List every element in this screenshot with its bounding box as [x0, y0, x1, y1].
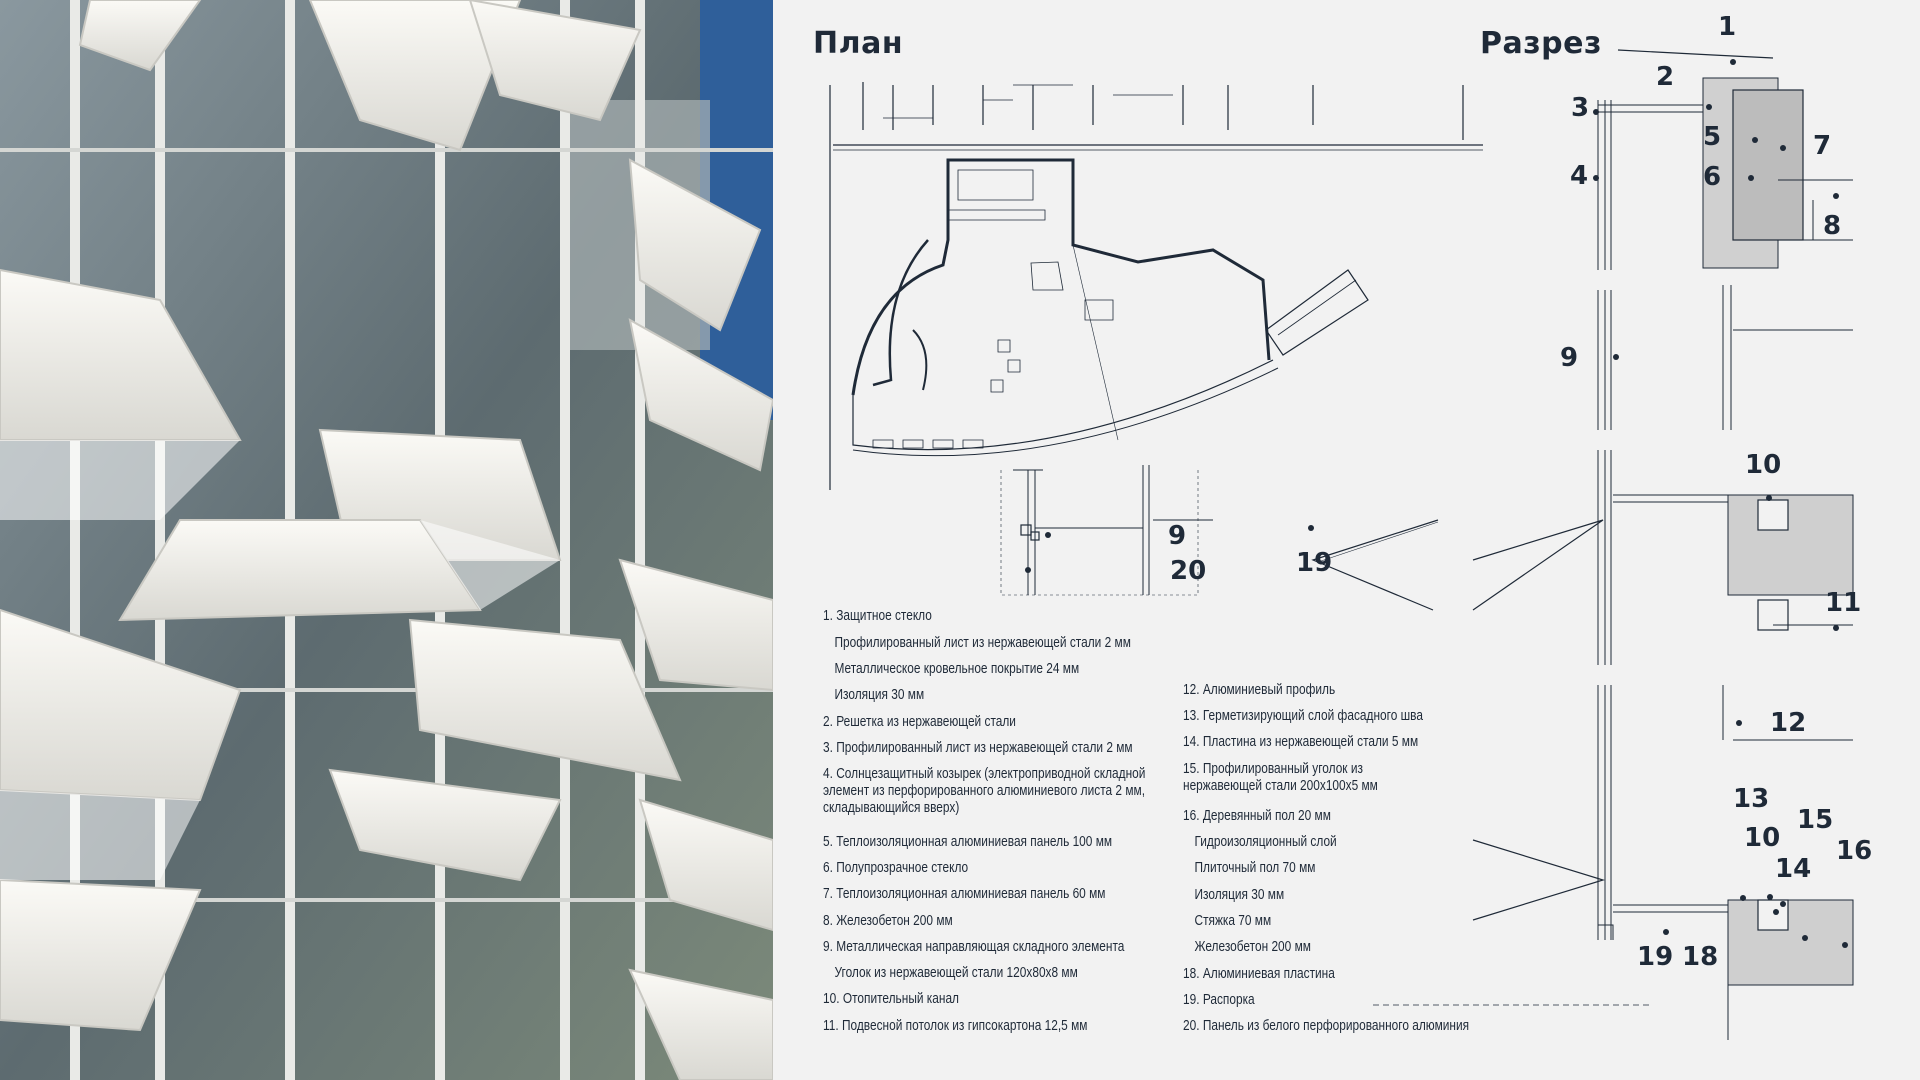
legend-subitem: Стяжка 70 мм: [1194, 913, 1272, 929]
legend-item-14: 14. Пластина из нержавеющей стали 5 мм: [1183, 734, 1419, 750]
callout-19-plan: 19: [1296, 548, 1333, 578]
callout-20: 20: [1170, 556, 1207, 586]
facade-photo: [0, 0, 773, 1080]
callout-18: 18: [1682, 942, 1719, 972]
callout-19-section: 19: [1637, 942, 1674, 972]
legend-item-16: 16. Деревянный пол 20 мм: [1183, 808, 1331, 824]
legend-item-15: 15. Профилированный уголок из нержавеюще…: [1183, 761, 1378, 795]
callout-9-section: 9: [1560, 343, 1579, 373]
section-heading: Разрез: [1480, 26, 1602, 61]
callout-14: 14: [1775, 854, 1812, 884]
callout-8: 8: [1823, 211, 1842, 241]
legend-item-2: 2. Решетка из нержавеющей стали: [823, 714, 1016, 730]
callout-6: 6: [1703, 162, 1722, 192]
legend-item-8: 8. Железобетон 200 мм: [823, 913, 953, 929]
legend-item-11: 11. Подвесной потолок из гипсокартона 12…: [823, 1018, 1088, 1034]
callout-10-lower: 10: [1744, 823, 1781, 853]
callout-10: 10: [1745, 450, 1782, 480]
legend-item-18: 18. Алюминиевая пластина: [1183, 966, 1335, 982]
callout-16: 16: [1836, 836, 1873, 866]
callout-2: 2: [1656, 62, 1675, 92]
callout-1: 1: [1718, 12, 1737, 42]
legend-item-5: 5. Теплоизоляционная алюминиевая панель …: [823, 834, 1113, 850]
plan-heading: План: [813, 26, 904, 61]
callout-3: 3: [1571, 93, 1590, 123]
legend-item-13: 13. Герметизирующий слой фасадного шва: [1183, 708, 1423, 724]
legend-item-1: 1. Защитное стекло: [823, 608, 932, 624]
legend-subitem: Железобетон 200 мм: [1194, 939, 1311, 955]
legend-subitem: Металлическое кровельное покрытие 24 мм: [834, 661, 1080, 677]
callout-7: 7: [1813, 131, 1832, 161]
legend-subitem: Изоляция 30 мм: [834, 687, 925, 703]
legend-item-6: 6. Полупрозрачное стекло: [823, 860, 969, 876]
callout-5: 5: [1703, 122, 1722, 152]
legend-subitem: Плиточный пол 70 мм: [1194, 860, 1316, 876]
architectural-drawings: [829, 49, 1854, 1040]
legend-item-10: 10. Отопительный канал: [823, 991, 960, 1007]
callout-12: 12: [1770, 708, 1807, 738]
legend-item-12: 12. Алюминиевый профиль: [1183, 682, 1336, 698]
callout-11: 11: [1825, 588, 1862, 618]
legend-subitem: Изоляция 30 мм: [1194, 887, 1285, 903]
legend-subitem: Уголок из нержавеющей стали 120x80x8 мм: [834, 965, 1078, 981]
legend-item-4: 4. Солнцезащитный козырек (электропривод…: [823, 766, 1146, 817]
legend-item-3: 3. Профилированный лист из нержавеющей с…: [823, 740, 1133, 756]
legend-item-19: 19. Распорка: [1183, 992, 1255, 1008]
legend-item-9: 9. Металлическая направляющая складного …: [823, 939, 1125, 955]
legend-subitem: Профилированный лист из нержавеющей стал…: [834, 635, 1131, 651]
callout-13: 13: [1733, 784, 1770, 814]
legend-item-20: 20. Панель из белого перфорированного ал…: [1183, 1018, 1470, 1034]
callout-9-plan: 9: [1168, 521, 1187, 551]
callout-15: 15: [1797, 805, 1834, 835]
legend-subitem: Гидроизоляционный слой: [1194, 834, 1337, 850]
legend-item-7: 7. Теплоизоляционная алюминиевая панель …: [823, 886, 1106, 902]
drawing-panel: План Разрез: [773, 0, 1920, 1080]
callout-4: 4: [1570, 161, 1589, 191]
